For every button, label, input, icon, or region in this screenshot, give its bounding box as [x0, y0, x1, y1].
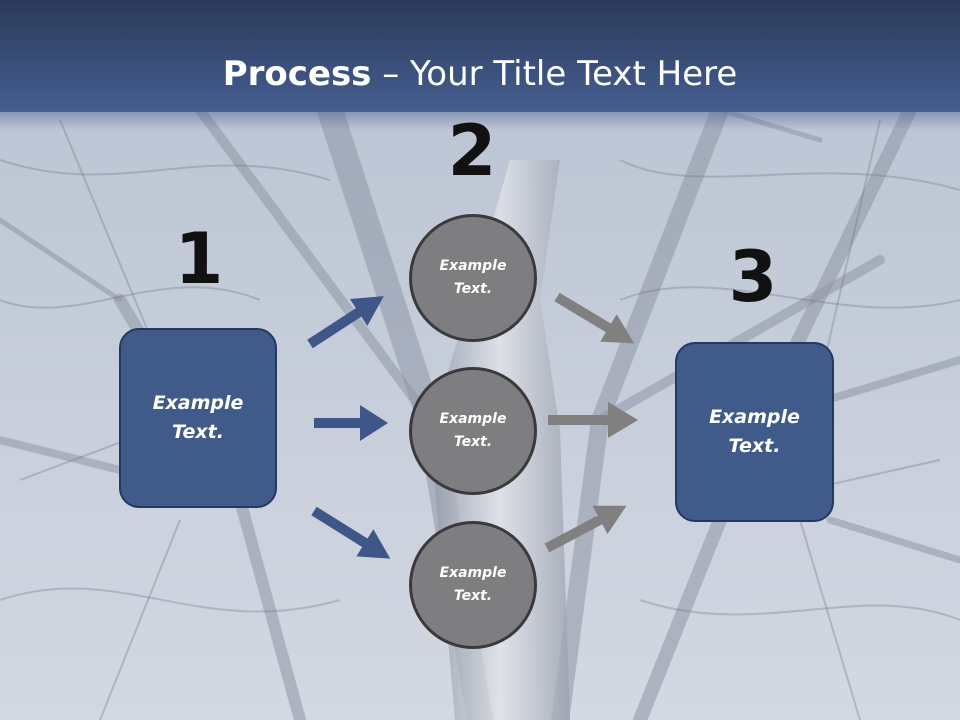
left-step-box: Example Text. [119, 328, 277, 508]
page-title: Process – Your Title Text Here [0, 52, 960, 96]
arrow-from-top-circle [554, 292, 635, 344]
title-rest: – Your Title Text Here [371, 54, 738, 94]
right-box-line2: Text. [728, 435, 781, 457]
circle-middle: Example Text. [409, 367, 537, 495]
title-bar-fade [0, 108, 960, 130]
circle-bottom: Example Text. [409, 521, 537, 649]
left-box-line1: Example [152, 392, 244, 414]
title-bar [0, 0, 960, 112]
title-bold: Process [222, 54, 372, 94]
circle-middle-line1: Example [439, 411, 507, 427]
circle-top-line2: Text. [453, 281, 493, 297]
left-box-line2: Text. [172, 421, 224, 443]
arrow-from-bottom-circle [544, 505, 627, 553]
right-box-text: Example Text. [709, 403, 800, 461]
circle-bottom-line1: Example [439, 565, 507, 581]
right-box-line1: Example [709, 406, 800, 428]
circle-bottom-line2: Text. [453, 588, 493, 604]
circle-top: Example Text. [409, 214, 537, 342]
arrow-to-bottom-circle [311, 506, 391, 559]
circle-top-line1: Example [439, 258, 507, 274]
step-number-3: 3 [728, 236, 778, 318]
circle-bottom-text: Example Text. [440, 562, 507, 608]
left-box-text: Example Text. [153, 389, 244, 447]
arrow-to-middle-circle [314, 405, 388, 441]
circle-middle-line2: Text. [453, 434, 493, 450]
step-number-2: 2 [447, 110, 497, 192]
step-number-1: 1 [174, 218, 224, 300]
arrow-from-middle-circle [548, 402, 638, 438]
circle-top-text: Example Text. [440, 255, 507, 301]
circle-middle-text: Example Text. [440, 408, 507, 454]
right-step-box: Example Text. [675, 342, 834, 522]
arrow-to-top-circle [307, 296, 384, 349]
